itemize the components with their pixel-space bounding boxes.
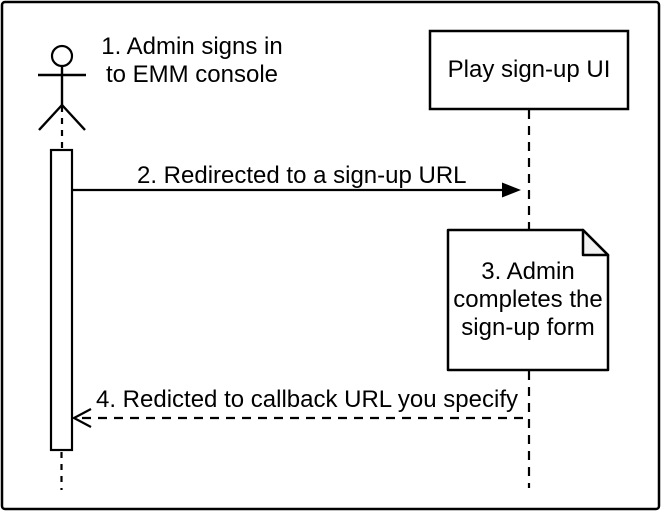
note-label-line2: completes the [453, 286, 603, 313]
participant-box-play-signup-ui [428, 29, 630, 111]
note-label-line1: 3. Admin [481, 258, 575, 285]
actor-left-leg [38, 104, 63, 131]
note-body [446, 228, 610, 372]
note-label-line3: sign-up form [461, 314, 595, 341]
admin-actor-icon [38, 44, 86, 150]
message-label-step2-text: 2. Redirected to a sign-up URL [137, 162, 467, 189]
note-shape [446, 228, 610, 372]
actor-activation-bar [49, 148, 74, 452]
participant-label-text: Play sign-up UI [447, 56, 611, 83]
actor-right-leg [61, 104, 86, 131]
note-label: 3. Admin completes the sign-up form [448, 230, 608, 370]
message-arrow-step2 [72, 182, 521, 198]
actor-label-line2: to EMM console [105, 61, 279, 88]
message-label-step4-text: 4. Redicted to callback URL you specify [96, 386, 518, 413]
message-label-step4: 4. Redicted to callback URL you specify [96, 386, 518, 414]
note-folded-corner-icon [581, 228, 610, 257]
message-arrow-step4 [71, 408, 529, 428]
actor-head [50, 44, 74, 68]
participant-label: Play sign-up UI [430, 31, 628, 109]
filled-arrowhead-icon [502, 182, 521, 198]
open-arrowhead-icon [71, 408, 92, 428]
actor-label: 1. Admin signs in to EMM console [92, 33, 292, 89]
actor-label-line1: 1. Admin signs in [101, 33, 283, 60]
message-label-step2: 2. Redirected to a sign-up URL [137, 162, 467, 190]
